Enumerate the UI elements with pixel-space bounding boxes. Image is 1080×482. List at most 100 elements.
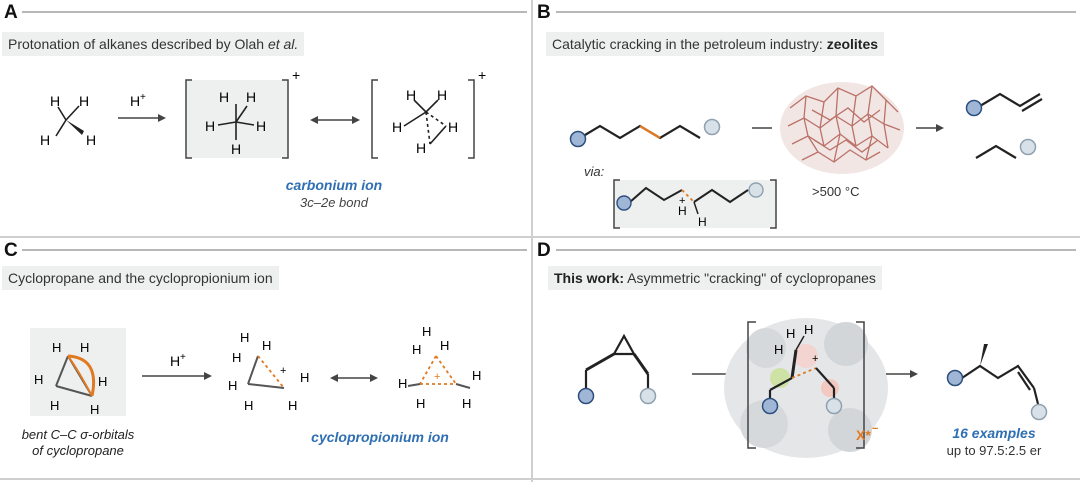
atom-h: H (34, 372, 43, 387)
panel-a-scheme: H H H H H + + H H H H H (40, 67, 486, 210)
atom-h: H (398, 376, 407, 391)
atom-h: H (50, 93, 60, 109)
cyclopropionium-edge: H H H H H H H + (228, 330, 309, 413)
charge-plus: + (292, 67, 300, 83)
ball-light (825, 397, 843, 415)
atom-h: H (232, 350, 241, 365)
atom-h: H (86, 132, 96, 148)
via-label: via: (584, 164, 605, 179)
ball-light (639, 387, 657, 405)
panel-b: B Catalytic cracking in the petroleum in… (534, 0, 1080, 236)
bracket-right (770, 179, 777, 229)
orbital-label-line2: of cyclopropane (32, 443, 124, 458)
vertical-separator (531, 0, 533, 482)
atom-h: H (90, 402, 99, 417)
caption-text: Catalytic cracking in the petroleum indu… (552, 36, 827, 52)
reagent-h: H (130, 93, 140, 109)
catalyst-cloud (724, 318, 888, 458)
horizontal-separator (0, 236, 1080, 238)
panel-letter-a: A (4, 2, 18, 23)
atom-h: H (416, 396, 425, 411)
alkane-chain (579, 124, 701, 140)
charge-plus: + (478, 67, 486, 83)
panel-b-caption: Catalytic cracking in the petroleum indu… (546, 32, 885, 56)
ch5-cation: H H H H H (205, 89, 266, 157)
bond-type-label: 3c–2e bond (300, 195, 369, 210)
methane: H H H H (40, 93, 96, 148)
bracket-left (613, 179, 620, 229)
atom-h: H (300, 370, 309, 385)
ball-dark (761, 397, 779, 415)
atom-h: H (240, 330, 249, 345)
alkane-product (975, 144, 1017, 159)
bracket-left (747, 321, 756, 449)
atom-h: H (448, 119, 458, 135)
ball-dark (616, 195, 632, 211)
caption-italic: et al. (267, 36, 299, 52)
panel-letter-b: B (537, 2, 551, 23)
cleaved-bond (639, 124, 661, 140)
alkene-product (979, 92, 1041, 108)
ball-light (748, 182, 764, 198)
examples-label: 16 examples (952, 425, 1035, 441)
caption-bold: This work: (554, 270, 625, 286)
ball-light (703, 118, 721, 136)
bracket-right (468, 79, 475, 159)
atom-h: H (79, 93, 89, 109)
panel-c: C Cyclopropane and the cyclopropionium i… (0, 238, 530, 478)
atom-h: H (50, 398, 59, 413)
panel-d-rule (556, 249, 1076, 251)
reagent-sup: + (140, 92, 146, 103)
counterion: X* (856, 427, 871, 443)
atom-h: H (98, 374, 107, 389)
er-label: up to 97.5:2.5 er (947, 443, 1042, 458)
panel-a-caption: Protonation of alkanes described by Olah… (2, 32, 305, 56)
atom-h: H (80, 340, 89, 355)
temperature-label: >500 °C (812, 184, 859, 199)
panel-c-scheme: H H H H H H bent C–C σ-orbitals of cyclo… (22, 324, 482, 458)
atom-h: H (40, 132, 50, 148)
bracket-right (282, 79, 289, 159)
bracket-right (856, 321, 865, 449)
counterion-sup: − (872, 423, 878, 435)
reagent-sup: + (180, 352, 186, 363)
bracket-left (371, 79, 378, 159)
atom-h: H (440, 338, 449, 353)
atom-h: H (678, 204, 687, 218)
ch5-3c2e: H H H H H (392, 87, 458, 156)
atom-h: H (288, 398, 297, 413)
panel-b-rule (556, 11, 1076, 13)
atom-h: H (406, 87, 416, 103)
orbital-label-line1: bent C–C σ-orbitals (22, 427, 135, 442)
atom-h: H (205, 118, 215, 134)
charge-plus: + (812, 353, 818, 365)
panel-letter-d: D (537, 240, 551, 261)
ball-dark (569, 130, 587, 148)
atom-h: H (262, 338, 271, 353)
carbonium-ion-label: carbonium ion (286, 177, 382, 193)
atom-h: H (472, 368, 481, 383)
bottom-separator (0, 478, 1080, 480)
shaded-box (186, 80, 288, 158)
ball-light (1019, 138, 1037, 156)
caption-text: Protonation of alkanes described by Olah (8, 36, 268, 52)
atom-h: H (392, 119, 402, 135)
atom-h: H (786, 326, 795, 341)
ball-light (1030, 403, 1048, 421)
atom-h: H (256, 118, 266, 134)
charge-plus: + (434, 371, 440, 383)
substrate (577, 333, 657, 405)
panel-d: D This work: Asymmetric "cracking" of cy… (534, 238, 1080, 478)
atom-h: H (804, 322, 813, 337)
ball-dark (965, 99, 983, 117)
panel-b-scheme: via: >500 °C + H H (569, 82, 1043, 229)
ion-pair-intermediate: H H H + (761, 322, 843, 415)
panel-letter-c: C (4, 240, 18, 261)
atom-h: H (774, 342, 783, 357)
bracket-left (185, 79, 192, 159)
atom-h: H (412, 342, 421, 357)
cyclopropionium-label: cyclopropionium ion (311, 429, 449, 445)
ball-dark (946, 369, 964, 387)
caption-bold: zeolites (826, 36, 879, 52)
panel-c-caption: Cyclopropane and the cyclopropionium ion (2, 266, 279, 290)
